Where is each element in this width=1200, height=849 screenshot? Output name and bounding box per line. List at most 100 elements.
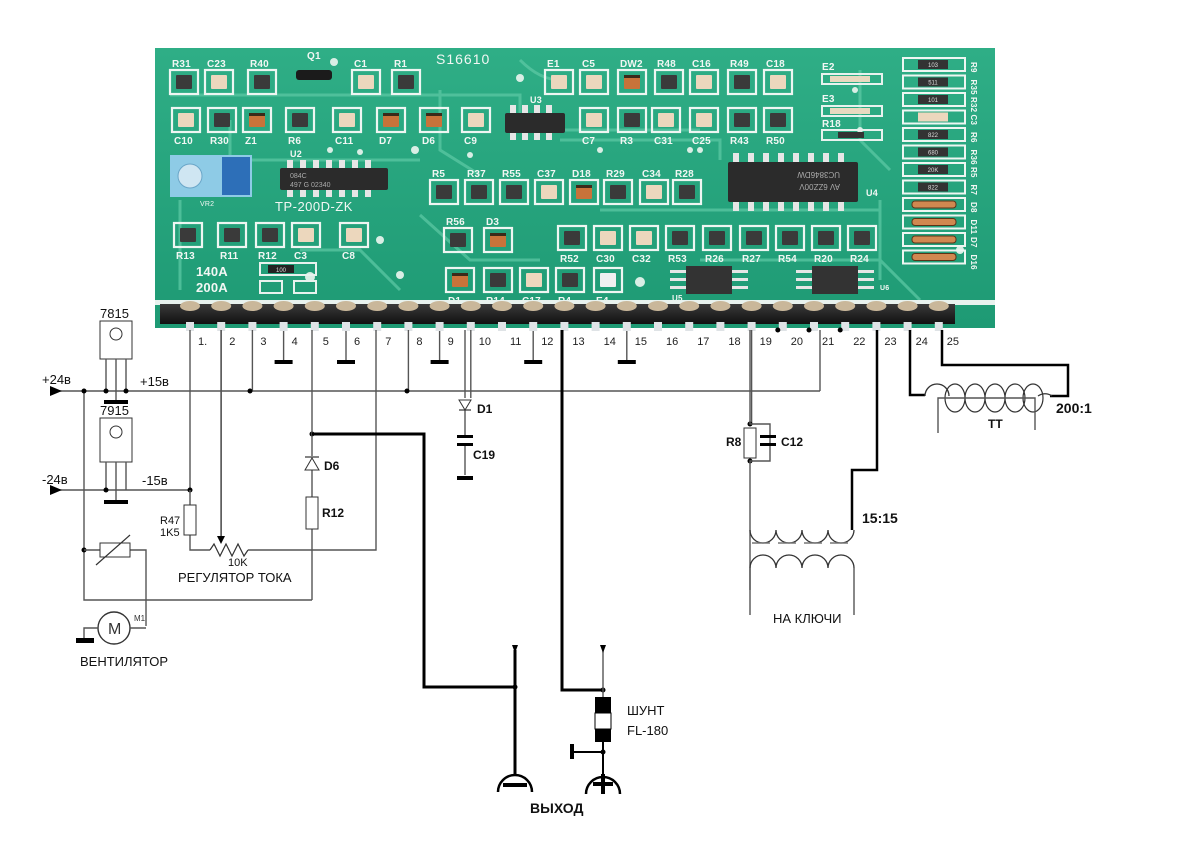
c12-label: C12 — [781, 435, 803, 449]
pin-lead[interactable] — [872, 322, 881, 331]
right-column-value: 511 — [928, 81, 938, 87]
pin-lead[interactable] — [404, 322, 413, 331]
pin-solder-joint — [492, 301, 512, 311]
smd-part-label: C8 — [342, 251, 355, 262]
pin-number: 21 — [822, 336, 834, 348]
fan-motor[interactable]: M M1 ВЕНТИЛЯТОР — [76, 611, 168, 669]
smd-part-label: C18 — [766, 59, 785, 70]
r18-label: R18 — [822, 119, 841, 130]
pin-lead[interactable] — [591, 322, 600, 331]
smd-part: C8 — [338, 221, 370, 262]
smd-part: C31 — [650, 106, 682, 147]
right-column-label: R5 — [969, 167, 978, 178]
pin-lead[interactable] — [903, 322, 912, 331]
pin-solder-joint — [367, 301, 388, 311]
smd-part: C11 — [331, 106, 363, 147]
pin-solder-joint — [616, 301, 637, 311]
motor-symbol: M — [108, 621, 121, 638]
ic-u4: AV 6ZZ00V UC3846DW U4 — [728, 153, 878, 211]
output-plus-terminal[interactable] — [584, 774, 622, 795]
pin-lead[interactable] — [810, 322, 818, 331]
smd-part-label: D3 — [486, 217, 499, 228]
smd-part-label: R1 — [394, 59, 407, 70]
pin-lead[interactable] — [248, 322, 257, 331]
u5-label: U5 — [672, 294, 683, 303]
pin-lead[interactable] — [279, 322, 288, 331]
pin-lead[interactable] — [716, 322, 725, 331]
pin-lead[interactable] — [342, 322, 350, 331]
right-column-part: D8 — [902, 197, 978, 213]
resistor-r12: R12 — [305, 496, 344, 530]
smd-part-label: R6 — [288, 136, 301, 147]
pin-junction — [837, 327, 843, 333]
right-column-value: 20K — [928, 168, 939, 174]
regulator-7915-label: 7915 — [100, 403, 129, 418]
pin-number: 19 — [760, 336, 772, 348]
smd-part: C5 — [578, 59, 610, 96]
r8-label: R8 — [726, 435, 742, 449]
smd-part-label: R43 — [730, 136, 749, 147]
right-column-label: R35 — [969, 80, 978, 96]
pin-number: 5 — [323, 336, 329, 348]
smd-part: C25 — [688, 106, 720, 147]
smd-part-label: R28 — [675, 169, 694, 180]
smd-part-label: E1 — [547, 59, 560, 70]
pin-lead[interactable] — [685, 322, 694, 331]
e2-label: E2 — [822, 62, 835, 73]
pin-lead[interactable] — [529, 322, 538, 331]
pin-solder-joint — [679, 301, 700, 311]
smd-part: R3 — [616, 106, 648, 147]
smd-part: R49 — [726, 59, 758, 96]
current-regulator-pot[interactable]: 10K РЕГУЛЯТОР ТОКА — [178, 330, 377, 585]
pin-lead[interactable] — [466, 322, 475, 331]
u2-label: U2 — [290, 149, 302, 159]
pin-solder-joint — [180, 301, 200, 311]
smd-part: R31 — [168, 59, 200, 96]
pin-lead[interactable] — [841, 322, 850, 331]
smd-part: D6 — [418, 106, 450, 147]
diode-d1: D1 — [458, 330, 493, 475]
pin-junction — [806, 327, 812, 333]
regulator-7915: 7915 — [99, 403, 133, 504]
pin-solder-joint — [741, 301, 762, 311]
pin-lead[interactable] — [622, 322, 631, 331]
u4-label: U4 — [866, 188, 878, 198]
smd-part: R24 — [846, 224, 878, 265]
pin-lead[interactable] — [435, 322, 444, 331]
pin-solder-joint — [928, 301, 949, 311]
pin-lead[interactable] — [934, 322, 943, 331]
pin-lead[interactable] — [778, 322, 787, 331]
output-minus-terminal[interactable] — [496, 773, 534, 793]
pin-lead[interactable] — [747, 322, 756, 331]
smd-part-label: R40 — [250, 59, 269, 70]
ground-symbol — [274, 360, 293, 364]
smd-part-label: R24 — [850, 254, 869, 265]
right-column-label: R7 — [969, 185, 978, 196]
pin-lead[interactable] — [310, 322, 319, 331]
pin-lead[interactable] — [373, 322, 382, 331]
smd-part: E1 — [543, 59, 575, 96]
pcb-board: S16610 TP-200D-ZK 140A 200A 100 VR2 084C… — [155, 48, 995, 348]
right-column-part: D11 — [902, 214, 978, 235]
smd-part: C32 — [628, 224, 660, 265]
pin-lead[interactable] — [186, 322, 194, 331]
pin-lead[interactable] — [217, 322, 226, 331]
pin-lead[interactable] — [560, 322, 569, 331]
trimmer-vr2[interactable]: VR2 — [170, 155, 252, 208]
smd-part: C30 — [592, 224, 624, 265]
smd-part: R50 — [762, 106, 794, 147]
smd-part-label: R13 — [176, 251, 195, 262]
right-column-value: 822 — [928, 186, 939, 192]
smd-part-label: Z1 — [245, 136, 257, 147]
smd-part: R13 — [172, 221, 204, 262]
pin-lead[interactable] — [654, 322, 662, 331]
smd-part: R56 — [442, 217, 474, 254]
input-minus24-label: -24в — [42, 472, 68, 487]
smd-part: C18 — [762, 59, 794, 96]
right-column-part: 511 R35 — [902, 74, 978, 96]
u3-label: U3 — [530, 95, 542, 105]
pin-lead[interactable] — [498, 322, 506, 331]
